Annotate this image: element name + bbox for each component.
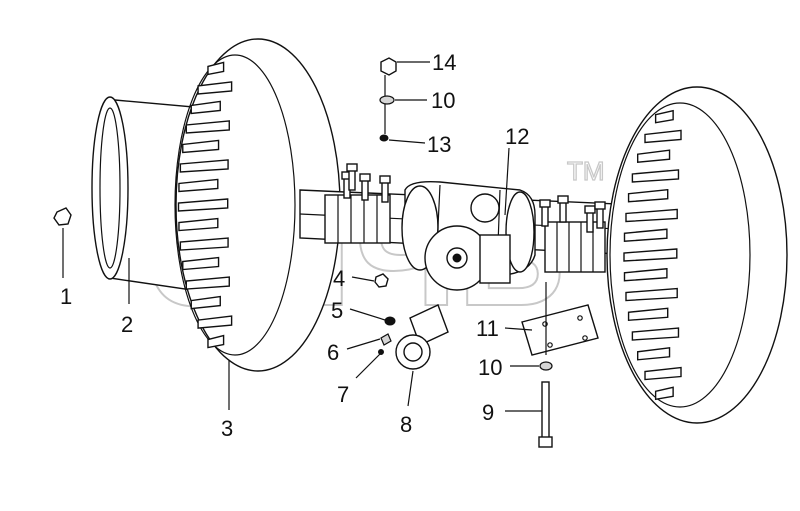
leader-lines bbox=[62, 61, 547, 412]
tread-lug bbox=[627, 307, 669, 322]
right-tire bbox=[606, 86, 788, 424]
bolt-part-9 bbox=[541, 381, 550, 445]
callout-4: 4 bbox=[333, 266, 345, 291]
ball-part-7 bbox=[378, 349, 384, 355]
callout-10-bottom: 10 bbox=[478, 355, 502, 380]
washer-part-10-bottom bbox=[539, 361, 553, 371]
tread-lug bbox=[182, 256, 220, 271]
tread-lug bbox=[623, 267, 668, 282]
stud bbox=[541, 205, 549, 227]
callout-6: 6 bbox=[327, 340, 339, 365]
callout-2: 2 bbox=[121, 312, 133, 337]
washer-part-10-top bbox=[379, 95, 395, 105]
differential-housing bbox=[401, 180, 536, 291]
callout-5: 5 bbox=[331, 298, 343, 323]
stud-nut bbox=[584, 205, 596, 214]
tread-lug bbox=[636, 346, 671, 361]
drive-shaft bbox=[395, 304, 449, 370]
tread-lug bbox=[185, 120, 230, 134]
tread-lug bbox=[644, 129, 682, 144]
callout-10-top: 10 bbox=[431, 88, 455, 113]
tread-lug bbox=[627, 188, 669, 203]
tread-lug bbox=[625, 287, 678, 302]
stud bbox=[348, 169, 356, 191]
tread-lug bbox=[178, 178, 219, 193]
tread-lug bbox=[179, 237, 229, 251]
left-tire bbox=[174, 38, 341, 372]
tread-lug bbox=[631, 169, 680, 183]
tread-lug bbox=[623, 248, 678, 262]
tread-lug bbox=[207, 334, 225, 349]
pin-part-6 bbox=[380, 333, 392, 346]
tread-lug bbox=[654, 386, 674, 401]
tread-lug bbox=[190, 295, 221, 310]
callout-13: 13 bbox=[427, 132, 451, 157]
stud bbox=[596, 207, 604, 229]
hardware bbox=[53, 57, 553, 448]
tread-lug bbox=[179, 159, 229, 173]
stud bbox=[586, 211, 594, 233]
stud-nut bbox=[594, 201, 606, 210]
callout-11: 11 bbox=[476, 316, 499, 341]
stud-nut bbox=[539, 199, 551, 208]
tread-lug bbox=[625, 208, 678, 223]
tread-lug bbox=[654, 109, 674, 124]
tread-lug bbox=[197, 315, 233, 329]
tread-lug bbox=[631, 327, 680, 341]
tread-lug bbox=[207, 61, 225, 76]
stud-nut bbox=[359, 173, 371, 182]
washer-part-13 bbox=[379, 134, 389, 142]
tread-lug bbox=[182, 139, 220, 154]
tread-lug bbox=[623, 228, 668, 242]
nut-part-1 bbox=[53, 207, 72, 226]
nut-part-14 bbox=[380, 57, 397, 76]
callout-7: 7 bbox=[337, 382, 349, 407]
watermark-trademark: TM bbox=[567, 156, 605, 186]
stud-nut bbox=[346, 163, 358, 172]
tread-lug bbox=[197, 81, 233, 95]
stud-nut bbox=[379, 175, 391, 184]
stud-nut bbox=[557, 195, 569, 204]
stud bbox=[559, 201, 567, 223]
tread-lug bbox=[178, 217, 219, 232]
callout-1: 1 bbox=[60, 284, 72, 309]
tread-lug bbox=[177, 198, 229, 212]
tread-lug bbox=[185, 276, 230, 290]
callout-8: 8 bbox=[400, 412, 412, 437]
callout-3: 3 bbox=[221, 416, 233, 441]
tread-lug bbox=[190, 100, 221, 115]
callouts: 1 2 3 4 5 6 7 8 9 10 10 11 12 13 14 bbox=[60, 50, 529, 441]
stud bbox=[361, 179, 369, 201]
nut-part-4 bbox=[374, 273, 389, 288]
washer-part-5 bbox=[384, 316, 396, 326]
callout-12: 12 bbox=[505, 124, 529, 149]
tread-lug bbox=[644, 366, 682, 381]
callout-14: 14 bbox=[432, 50, 456, 75]
tread-lug bbox=[636, 149, 671, 163]
stud bbox=[381, 181, 389, 203]
callout-9: 9 bbox=[482, 400, 494, 425]
mounting-plate bbox=[521, 304, 599, 356]
